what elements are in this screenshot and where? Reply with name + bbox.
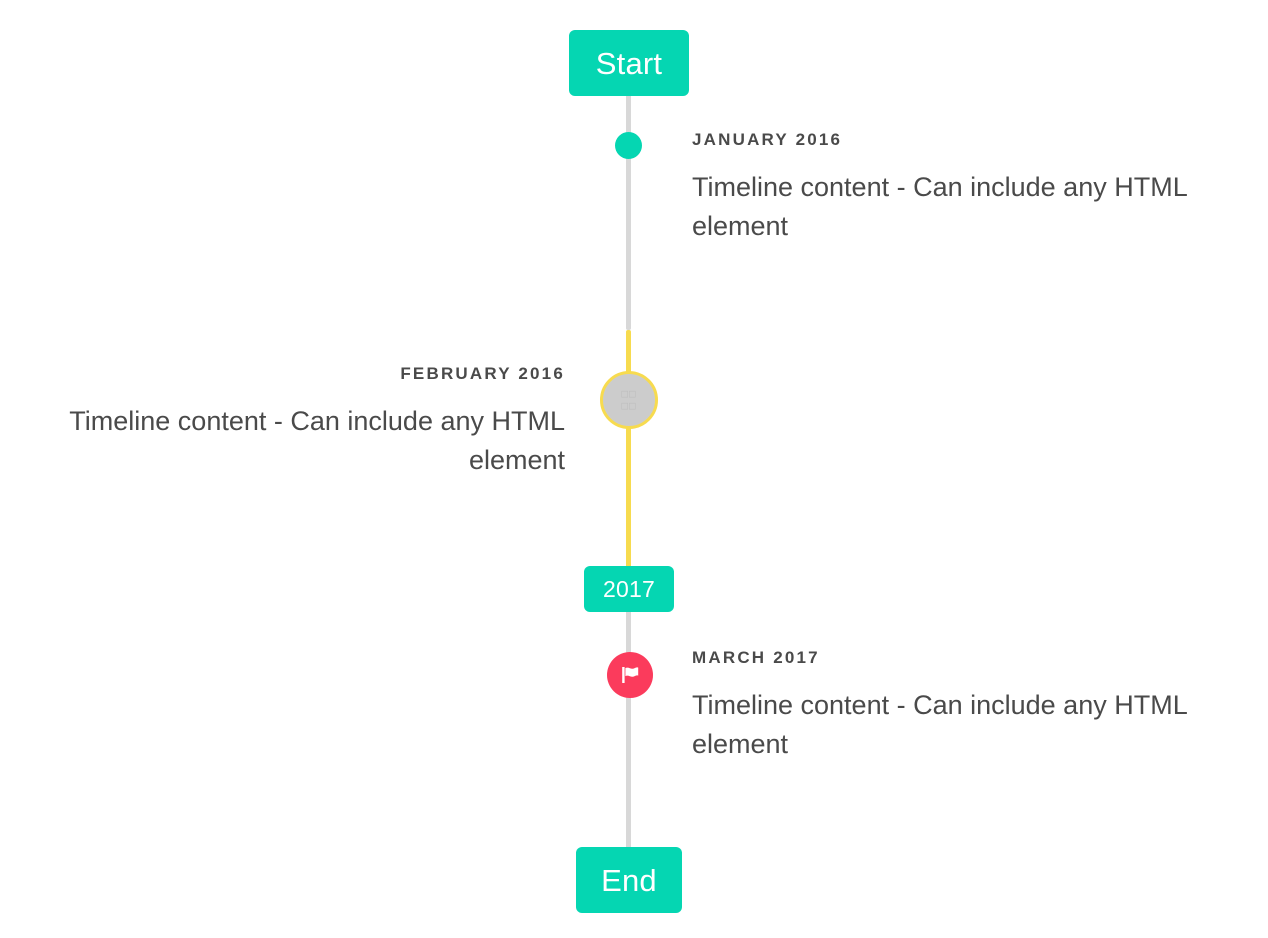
timeline-entry-date: MARCH 2017	[692, 648, 820, 667]
timeline-entry-march: MARCH 2017 Timeline content - Can includ…	[692, 648, 1232, 764]
timeline-marker-flag-icon[interactable]	[607, 652, 653, 698]
timeline-start-badge[interactable]: Start	[569, 30, 689, 96]
timeline-end-badge[interactable]: End	[576, 847, 682, 913]
timeline-entry-january: JANUARY 2016 Timeline content - Can incl…	[692, 130, 1232, 246]
timeline-entry-body: Timeline content - Can include any HTML …	[692, 689, 1187, 759]
timeline-entry-date: JANUARY 2016	[692, 130, 843, 149]
timeline-entry-date: FEBRUARY 2016	[400, 364, 565, 383]
timeline-line-segment-highlight	[626, 330, 631, 568]
timeline-marker-dot-icon[interactable]	[615, 132, 642, 159]
missing-glyph-icon: □□ □□	[621, 387, 637, 412]
timeline-entry-february: FEBRUARY 2016 Timeline content - Can inc…	[20, 364, 565, 480]
timeline-entry-body: Timeline content - Can include any HTML …	[692, 171, 1187, 241]
flag-icon	[622, 667, 639, 683]
timeline-year-badge[interactable]: 2017	[584, 566, 674, 612]
timeline-marker-missing-glyph-icon[interactable]: □□ □□	[600, 371, 658, 429]
timeline-entry-body: Timeline content - Can include any HTML …	[69, 405, 565, 475]
timeline-line-segment-bottom	[626, 610, 631, 863]
timeline-line-segment-top	[626, 30, 631, 330]
